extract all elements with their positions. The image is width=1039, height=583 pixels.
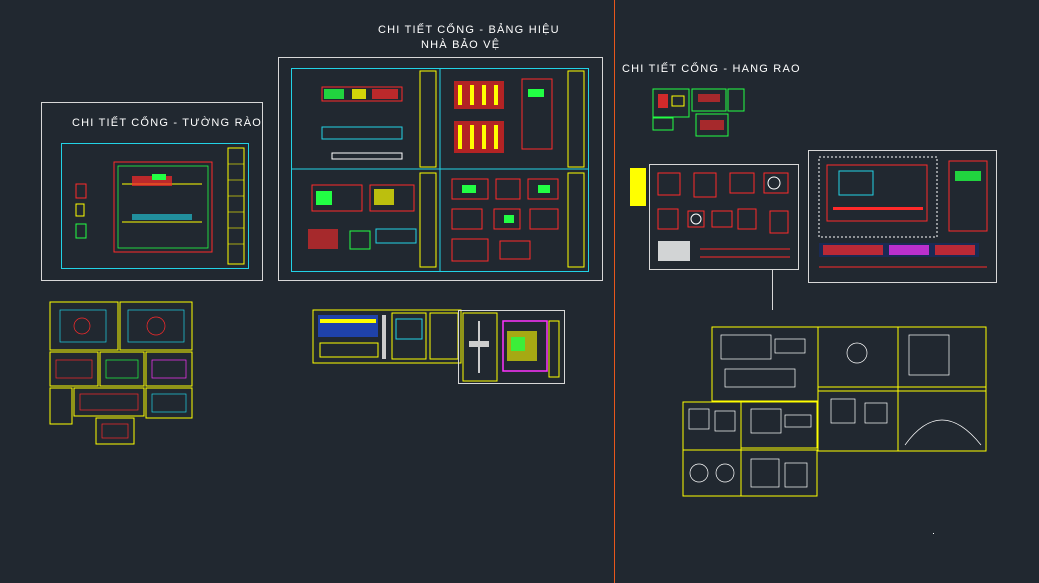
sheet-bang-hieu-overview[interactable] xyxy=(291,68,589,272)
sheet-hang-rao-plan[interactable] xyxy=(649,164,799,270)
sheet-cluster-tuong-rao-details[interactable] xyxy=(46,300,196,446)
sheet-strip-bang-hieu[interactable] xyxy=(312,309,462,364)
stray-point xyxy=(933,533,934,534)
sheet-tuong-rao[interactable] xyxy=(61,143,249,269)
sheet-tuong-rao-graphic xyxy=(75,147,245,265)
drawing-title-bang-hieu: CHI TIẾT CỔNG - BẢNG HIỆU xyxy=(378,24,560,36)
viewport-divider xyxy=(614,0,615,583)
leader-line xyxy=(772,270,773,310)
drawing-frame-bang-hieu[interactable] xyxy=(278,57,603,281)
sheet-cluster-hang-rao-small[interactable] xyxy=(652,88,747,138)
sheet-cluster-small-graphic xyxy=(652,88,745,137)
drawing-frame-tuong-rao[interactable] xyxy=(41,102,263,281)
drawing-title-tuong-rao: CHI TIẾT CỔNG - TƯỜNG RÀO xyxy=(72,117,263,129)
legend-marker xyxy=(630,168,646,206)
sheet-hang-rao-elevation[interactable] xyxy=(808,150,997,283)
sheet-bang-hieu-graphic xyxy=(292,69,588,271)
sheet-nha-bao-ve[interactable] xyxy=(458,310,565,384)
sheet-nha-bao-ve-graphic xyxy=(462,312,560,382)
sheet-hang-rao-elevation-graphic xyxy=(818,156,988,268)
sheet-strip-graphic xyxy=(312,309,462,364)
sheet-cluster-graphic xyxy=(49,301,193,445)
sheet-hang-rao-plan-graphic xyxy=(657,172,790,261)
drawing-subtitle-nha-bao-ve: NHÀ BẢO VỆ xyxy=(421,39,501,51)
drawing-title-hang-rao: CHI TIẾT CỔNG - HANG RAO xyxy=(622,63,801,75)
sheet-cluster-hang-rao-details[interactable] xyxy=(681,325,989,497)
sheet-cluster-details-graphic xyxy=(682,326,987,497)
